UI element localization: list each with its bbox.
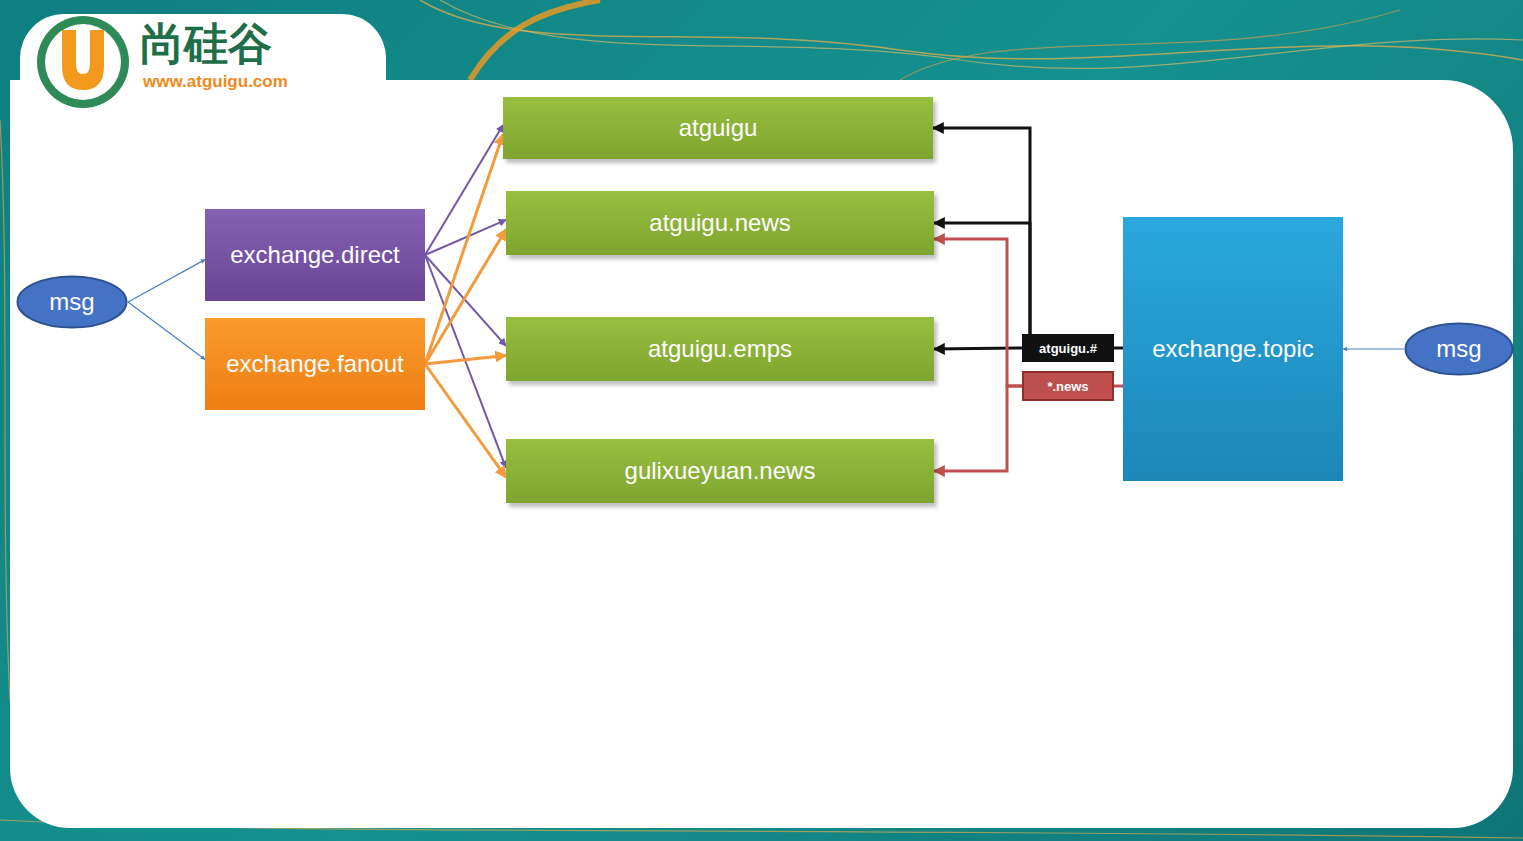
- message-ellipse: msg: [1404, 322, 1514, 376]
- logo-text: 尚硅谷: [140, 22, 272, 66]
- node-text: msg: [1436, 335, 1481, 363]
- exchange-box: exchange.fanout: [205, 318, 425, 410]
- node-text: gulixueyuan.news: [625, 457, 816, 485]
- connector-arrow: [1343, 348, 1404, 349]
- message-ellipse: msg: [16, 275, 128, 329]
- queue-box: gulixueyuan.news: [506, 439, 934, 503]
- connector-arrow: [425, 125, 503, 255]
- connector-arrow: [934, 239, 1022, 386]
- logo-icon: [28, 12, 138, 112]
- exchange-box: exchange.topic: [1123, 217, 1343, 481]
- node-text: atguigu: [679, 114, 758, 142]
- connector-arrow: [933, 128, 1030, 334]
- node-text: exchange.direct: [230, 241, 399, 269]
- queue-box: atguigu.emps: [506, 317, 934, 381]
- connector-arrow: [425, 255, 506, 468]
- connector-arrow: [425, 355, 506, 364]
- node-text: msg: [49, 288, 94, 316]
- routing-key-box: *.news: [1022, 371, 1114, 401]
- connector-arrow: [128, 302, 205, 359]
- node-text: atguigu.news: [649, 209, 790, 237]
- node-text: atguigu.emps: [648, 335, 792, 363]
- node-text: *.news: [1047, 379, 1088, 394]
- connector-arrow: [1114, 346, 1123, 349]
- connector-arrow: [425, 134, 503, 364]
- exchange-box: exchange.direct: [205, 209, 425, 301]
- connector-arrow: [934, 348, 1022, 349]
- connector-arrow: [425, 364, 506, 477]
- logo-url: www.atguigu.com: [143, 73, 288, 90]
- routing-key-box: atguigu.#: [1022, 334, 1114, 362]
- queue-box: atguigu.news: [506, 191, 934, 255]
- queue-box: atguigu: [503, 97, 933, 159]
- node-text: atguigu.#: [1039, 341, 1097, 356]
- connector-arrow: [934, 386, 1022, 471]
- connector-arrow: [128, 260, 205, 302]
- node-text: exchange.topic: [1152, 335, 1313, 363]
- connector-arrow: [425, 229, 506, 364]
- node-text: exchange.fanout: [226, 350, 403, 378]
- connector-arrow: [1114, 385, 1123, 388]
